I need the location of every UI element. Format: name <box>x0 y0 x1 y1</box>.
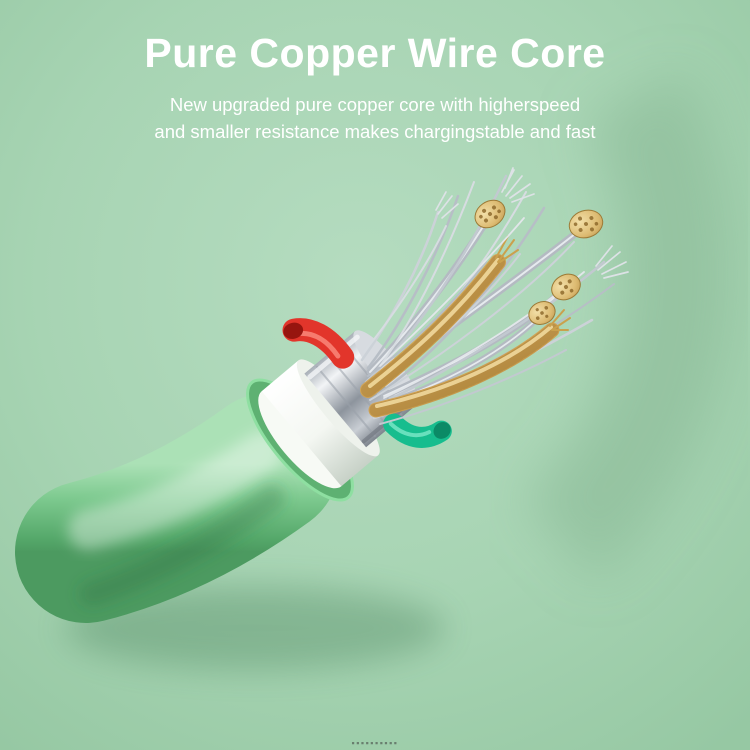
copper-cut-tip <box>474 199 506 229</box>
green-wire <box>383 413 452 448</box>
header: Pure Copper Wire Core New upgraded pure … <box>0 30 750 145</box>
copper-braid-wires <box>360 235 571 418</box>
cable-jacket <box>15 393 339 623</box>
subtitle-line-1: New upgraded pure copper core with highe… <box>169 94 581 115</box>
watermark: ▪▪▪▪▪▪▪▪▪▪ <box>351 738 399 748</box>
copper-cut-tip <box>568 209 604 239</box>
copper-cut-tip <box>551 273 581 301</box>
subtitle: New upgraded pure copper core with highe… <box>0 91 750 145</box>
cable-shadow <box>65 586 445 670</box>
page-title: Pure Copper Wire Core <box>144 30 606 76</box>
copper-cut-tip <box>528 301 556 325</box>
frayed-wire-tips <box>435 167 629 279</box>
background-cable-blur <box>521 72 733 581</box>
subtitle-line-2: and smaller resistance makes chargingsta… <box>154 121 596 142</box>
red-wire <box>282 318 355 369</box>
